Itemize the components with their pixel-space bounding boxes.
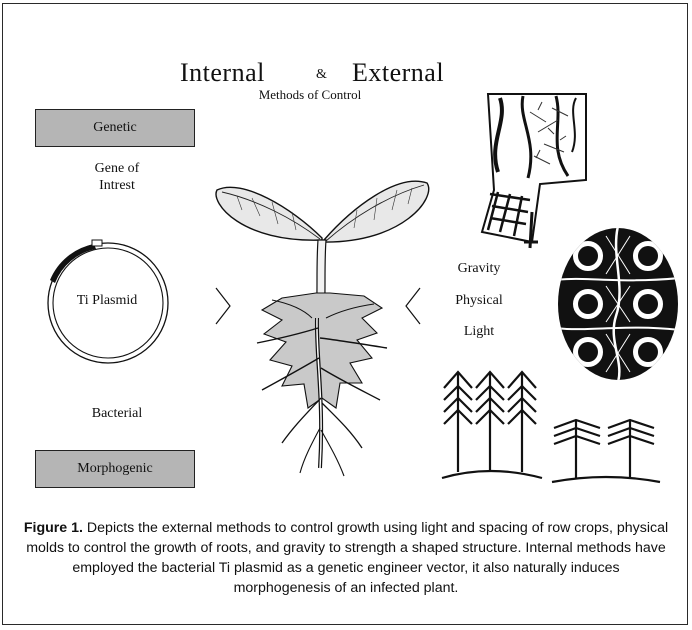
ti-plasmid-label: Ti Plasmid [62,293,152,309]
figure-caption: Figure 1. Depicts the external methods t… [22,518,670,598]
gravity-label: Gravity [452,261,506,277]
title-external: External [352,58,444,88]
light-label: Light [452,324,506,340]
seedling-illustration [212,168,442,488]
mold-grid-illustration [556,226,680,382]
tall-trees-icon [438,368,548,480]
morphogenic-label: Morphogenic [77,461,152,477]
short-trees-icon [550,416,664,486]
genetic-box: Genetic [35,109,195,147]
bacterial-label: Bacterial [72,406,162,422]
physical-label: Physical [452,293,506,309]
gene-of-interest-line2: Intrest [72,178,162,194]
genetic-label: Genetic [93,120,137,136]
caption-text: Depicts the external methods to control … [26,520,668,596]
morphogenic-box: Morphogenic [35,450,195,488]
subtitle: Methods of Control [230,87,390,103]
figure-title: Internal & External [0,58,692,90]
caption-label: Figure 1. [24,520,83,536]
gene-of-interest-line1: Gene of [72,161,162,177]
title-ampersand: & [316,67,327,83]
title-internal: Internal [180,58,265,88]
